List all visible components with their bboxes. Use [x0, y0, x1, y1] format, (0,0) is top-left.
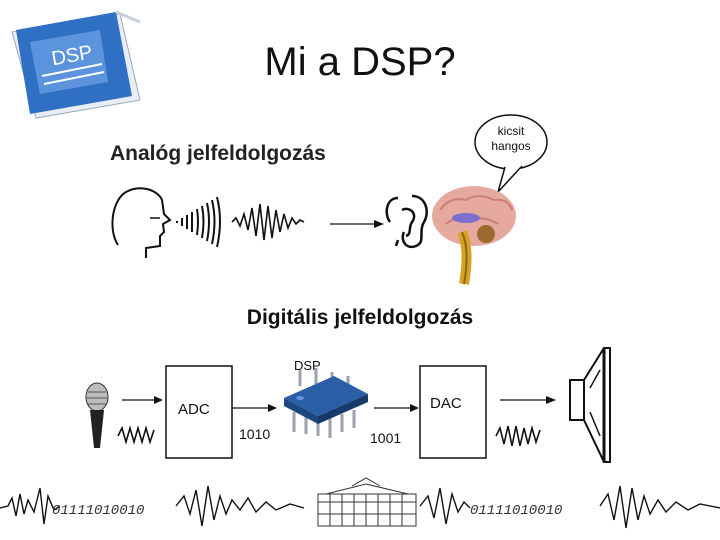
dac-block	[419, 365, 487, 459]
microphone-icon	[85, 382, 109, 448]
speaker-icon	[569, 347, 611, 463]
page-title: Mi a DSP?	[264, 40, 456, 84]
bubble-line-2: hangos	[491, 139, 531, 153]
speech-bubble	[474, 114, 548, 193]
input-signal-wave	[117, 425, 155, 445]
output-signal-wave	[495, 424, 541, 447]
arrow-adc-to-dsp	[232, 404, 277, 412]
brain-icon	[432, 186, 516, 285]
adc-label: ADC	[178, 401, 210, 418]
bubble-line-1: kicsit	[497, 124, 525, 138]
speech-bubble-text: kicsit hangos	[476, 124, 546, 154]
dsp-chip-icon	[284, 368, 368, 438]
footer-bits-right: 01111010010	[470, 503, 562, 519]
footer-wave-mid-left	[175, 485, 305, 527]
arrow-dac-to-speaker	[500, 396, 556, 404]
building-sketch-icon	[317, 477, 417, 527]
footer-wave-left	[0, 487, 61, 525]
speaking-head-icon	[111, 187, 172, 258]
dsp-book-icon: DSP	[11, 10, 141, 119]
arrow-dsp-to-dac	[374, 404, 419, 412]
dac-label: DAC	[430, 395, 462, 412]
arrow-to-ear	[330, 220, 384, 228]
bits-out-label: 1001	[370, 430, 402, 446]
dsp-label: DSP	[294, 358, 321, 373]
sound-wave-icon	[176, 196, 221, 248]
ear-icon	[385, 194, 428, 249]
adc-block	[165, 365, 233, 459]
bits-in-label: 1010	[239, 426, 271, 442]
arrow-mic-to-adc	[122, 396, 163, 404]
footer-bits-left: 01111010010	[52, 503, 144, 519]
digital-heading: Digitális jelfeldolgozás	[246, 306, 474, 329]
footer-wave-right	[599, 485, 720, 529]
analog-heading: Analóg jelfeldolgozás	[110, 142, 326, 165]
footer-wave-mid-right	[419, 487, 471, 525]
analog-signal-wave	[231, 203, 305, 241]
